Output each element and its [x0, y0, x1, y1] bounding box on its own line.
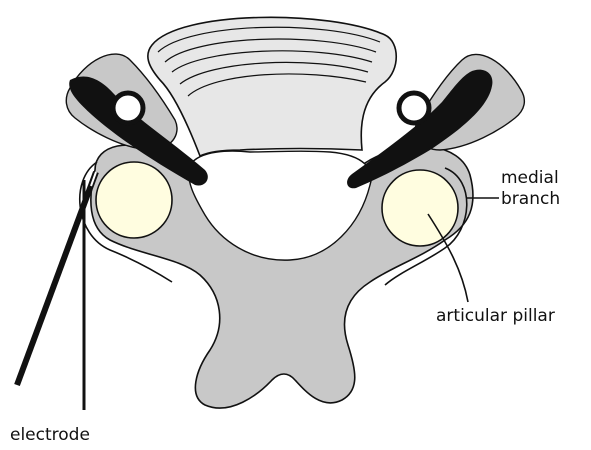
- right-articular-pillar: [382, 170, 458, 246]
- right-foramen: [399, 93, 429, 123]
- left-foramen: [113, 93, 143, 123]
- articular-pillar-label: articular pillar: [436, 306, 555, 327]
- electrode-label: electrode: [10, 425, 90, 446]
- medial-branch-label-line1: medial: [501, 168, 560, 189]
- medial-branch-label-line2: branch: [501, 189, 560, 210]
- left-articular-pillar: [96, 162, 172, 238]
- medial-branch-label: medial branch: [501, 168, 560, 211]
